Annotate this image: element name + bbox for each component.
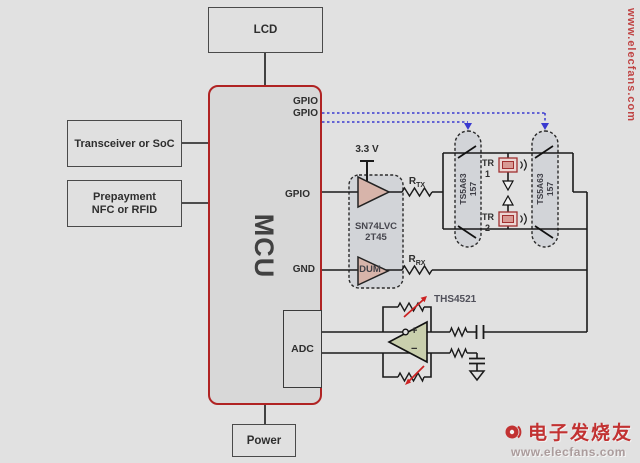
prepayment-block: Prepayment NFC or RFID: [67, 180, 182, 227]
wave-down-arrow-icon: [501, 180, 515, 192]
feedback-bottom: [382, 353, 432, 378]
resistor-plus-input: [449, 326, 468, 338]
mcu-label: MCU: [249, 213, 279, 279]
gpio-control-lines: [322, 112, 546, 123]
watermark-logo-url: www.elecfans.com: [511, 445, 626, 459]
wires-black: [182, 53, 588, 424]
amp-minus-label: −: [411, 343, 418, 355]
rrx-label: RRX: [408, 254, 426, 267]
capacitor-shunt: [469, 357, 485, 365]
switch-left-outline: [454, 130, 482, 248]
watermark-side-text: www.elecfans.com: [625, 8, 637, 123]
tx-buffer-triangle: [357, 175, 391, 209]
wire-supply: [360, 160, 374, 181]
lcd-label: LCD: [253, 24, 278, 36]
transducer-2-label: TR 2: [482, 212, 494, 233]
watermark-logo: 电子发烧友 www.elecfans.com: [501, 418, 636, 459]
resistor-rrx: [401, 264, 433, 276]
pin-gpio-2: GPIO: [292, 108, 318, 119]
pin-gpio-tx: GPIO: [284, 189, 310, 200]
amplifier-label: THS4521: [434, 294, 477, 305]
amplifier-triangle: [387, 320, 428, 364]
feedback-top: [382, 306, 432, 332]
gpio-arrow-left: [464, 123, 472, 130]
transceiver-label: Transceiver or SoC: [74, 137, 175, 150]
dummy-buffer-triangle: [357, 255, 390, 287]
elecfans-logo-icon: [505, 425, 522, 438]
switch-right-bottom-arm: [534, 225, 554, 239]
ground-symbol: [468, 370, 486, 382]
wire-amp-minus-in: [427, 352, 478, 371]
resistor-feedback-top: [397, 301, 425, 313]
resistors: [397, 186, 468, 383]
transducer-1-label: TR 1: [482, 158, 494, 179]
tuning-arrows: [403, 296, 427, 385]
power-block: Power: [232, 424, 296, 457]
gpio-line-right-switch: [322, 112, 546, 122]
adc-block: ADC: [283, 310, 322, 388]
capacitor-series: [475, 325, 485, 339]
switch-left-bottom-arm: [457, 225, 477, 239]
switch-arms: [457, 145, 554, 239]
power-label: Power: [246, 434, 282, 447]
tuning-arrow-bottom: [408, 365, 425, 382]
wire-rx-node: [572, 153, 588, 332]
resistor-minus-input: [449, 347, 468, 359]
resistor-feedback-bottom: [397, 371, 425, 383]
sound-waves-icon: [520, 159, 527, 171]
capacitors: [469, 325, 485, 365]
sound-waves-icon: [520, 213, 527, 225]
switch-right-top-arm: [534, 145, 554, 159]
transducer-2-symbol: [498, 211, 527, 227]
tuning-arrow-top: [403, 299, 424, 318]
resistor-rtx: [401, 186, 433, 198]
prepayment-label-line1: Prepayment: [93, 190, 156, 203]
prepayment-label-line2: NFC or RFID: [91, 203, 158, 216]
switch-right-outline: [531, 130, 559, 248]
level-shifter-label: SN74LVC 2T45: [354, 221, 398, 243]
gpio-arrow-right: [541, 123, 549, 130]
switch-left-top-arm: [457, 145, 477, 159]
transducer-1-symbol: [498, 157, 527, 173]
amp-plus-label: +: [411, 325, 418, 337]
lcd-block: LCD: [208, 7, 323, 53]
switch-left-label: TS5A63 157: [458, 173, 478, 205]
inverting-output-bubble: [402, 328, 409, 336]
switch-right-label: TS5A63 157: [535, 173, 555, 205]
dummy-channel-label: DUM: [359, 264, 381, 275]
wave-up-arrow-icon: [501, 194, 515, 206]
transceiver-block: Transceiver or SoC: [67, 120, 182, 167]
pin-gnd: GND: [292, 264, 315, 275]
watermark-logo-cn: 电子发烧友: [527, 423, 633, 444]
pin-gpio-1: GPIO: [292, 96, 318, 107]
adc-label: ADC: [291, 343, 314, 355]
supply-voltage-label: 3.3 V: [355, 144, 379, 155]
rtx-label: RTX: [408, 176, 426, 189]
